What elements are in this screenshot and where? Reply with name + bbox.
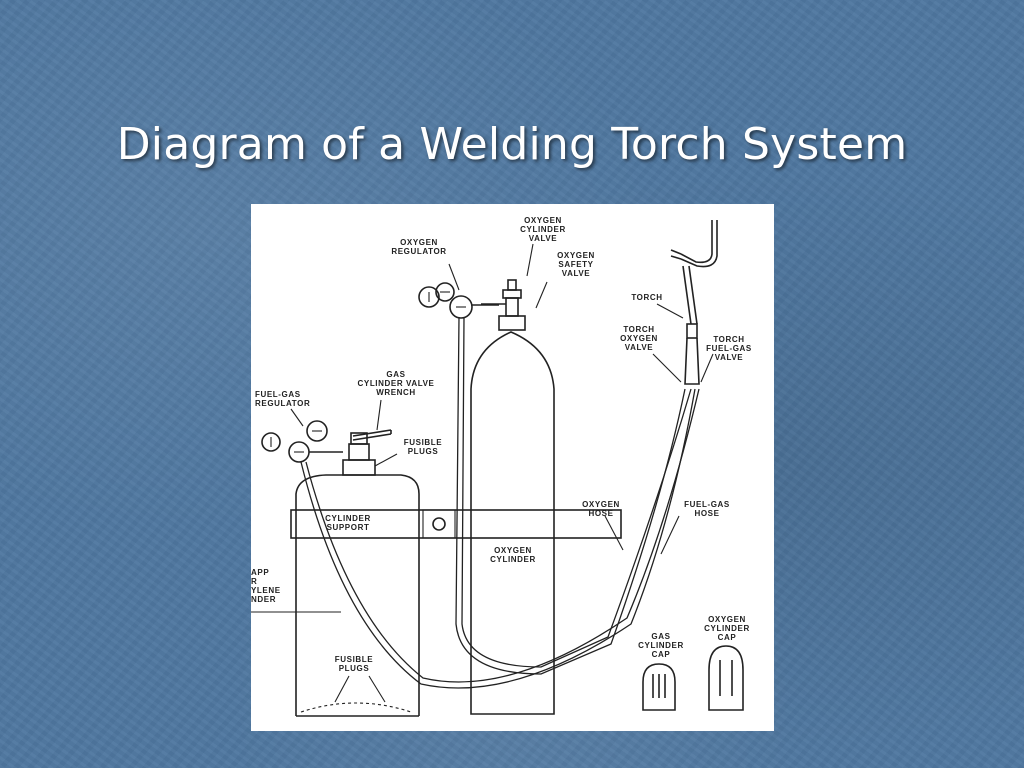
svg-text:OXYGEN: OXYGEN xyxy=(524,216,562,225)
label-fuel-gas-hose: FUEL-GAS HOSE xyxy=(684,500,730,518)
svg-text:FUSIBLE: FUSIBLE xyxy=(404,438,442,447)
svg-text:REGULATOR: REGULATOR xyxy=(391,247,446,256)
cylinder-support xyxy=(290,509,622,539)
oxygen-hose xyxy=(455,316,686,675)
svg-text:FUSIBLE: FUSIBLE xyxy=(335,655,373,664)
svg-text:VALVE: VALVE xyxy=(562,269,591,278)
fuel-gas-regulator xyxy=(261,420,343,463)
gas-cylinder-cap xyxy=(642,663,676,711)
label-torch: TORCH xyxy=(631,293,662,302)
svg-text:CAP: CAP xyxy=(718,633,737,642)
label-fuel-gas-regulator: FUEL-GAS REGULATOR xyxy=(255,390,310,408)
svg-text:TORCH: TORCH xyxy=(713,335,744,344)
svg-text:CYLINDER VALVE: CYLINDER VALVE xyxy=(358,379,435,388)
svg-text:OXYGEN: OXYGEN xyxy=(708,615,746,624)
label-mapp-acetylene-cylinder: APP R YLENE NDER xyxy=(251,568,281,604)
svg-text:NDER: NDER xyxy=(251,595,276,604)
slide-title: Diagram of a Welding Torch System xyxy=(116,119,908,171)
label-cylinder-support: CYLINDER SUPPORT xyxy=(325,514,371,532)
svg-text:YLENE: YLENE xyxy=(251,586,281,595)
svg-text:OXYGEN: OXYGEN xyxy=(400,238,438,247)
svg-text:WRENCH: WRENCH xyxy=(376,388,416,397)
welding-torch-diagram: OXYGEN CYLINDER VALVE OXYGEN REGULATOR O… xyxy=(251,204,774,731)
svg-text:FUEL-GAS: FUEL-GAS xyxy=(684,500,730,509)
svg-text:FUEL-GAS: FUEL-GAS xyxy=(706,344,752,353)
svg-text:SAFETY: SAFETY xyxy=(558,260,593,269)
svg-text:HOSE: HOSE xyxy=(694,509,719,518)
svg-text:GAS: GAS xyxy=(651,632,670,641)
svg-text:R: R xyxy=(251,577,257,586)
leader-lines xyxy=(251,243,714,703)
svg-text:PLUGS: PLUGS xyxy=(408,447,439,456)
svg-text:PLUGS: PLUGS xyxy=(339,664,370,673)
diagram-drawing: OXYGEN CYLINDER VALVE OXYGEN REGULATOR O… xyxy=(251,216,752,717)
label-oxygen-cylinder-cap: OXYGEN CYLINDER CAP xyxy=(704,615,750,642)
oxygen-cylinder xyxy=(470,279,555,715)
label-oxygen-cylinder-valve: OXYGEN CYLINDER VALVE xyxy=(520,216,566,243)
torch xyxy=(670,220,718,385)
svg-text:OXYGEN: OXYGEN xyxy=(620,334,658,343)
svg-text:VALVE: VALVE xyxy=(529,234,558,243)
svg-text:CYLINDER: CYLINDER xyxy=(638,641,684,650)
label-oxygen-safety-valve: OXYGEN SAFETY VALVE xyxy=(557,251,595,278)
gas-cylinder-valve xyxy=(342,429,392,476)
fuel-gas-hose xyxy=(300,388,696,689)
svg-text:FUEL-GAS: FUEL-GAS xyxy=(255,390,301,399)
svg-text:TORCH: TORCH xyxy=(623,325,654,334)
label-torch-fuel-gas-valve: TORCH FUEL-GAS VALVE xyxy=(706,335,752,362)
svg-text:HOSE: HOSE xyxy=(588,509,613,518)
svg-text:CAP: CAP xyxy=(652,650,671,659)
oxygen-regulator xyxy=(418,282,499,319)
label-oxygen-regulator: OXYGEN REGULATOR xyxy=(391,238,446,256)
oxygen-cylinder-cap xyxy=(708,645,744,711)
svg-text:SUPPORT: SUPPORT xyxy=(327,523,370,532)
label-fusible-plugs-top: FUSIBLE PLUGS xyxy=(404,438,442,456)
label-torch-oxygen-valve: TORCH OXYGEN VALVE xyxy=(620,325,658,352)
svg-text:VALVE: VALVE xyxy=(715,353,744,362)
label-oxygen-cylinder: OXYGEN CYLINDER xyxy=(490,546,536,564)
svg-text:OXYGEN: OXYGEN xyxy=(582,500,620,509)
svg-text:GAS: GAS xyxy=(386,370,405,379)
label-fusible-plugs-bottom: FUSIBLE PLUGS xyxy=(335,655,373,673)
label-gas-cylinder-valve-wrench: GAS CYLINDER VALVE WRENCH xyxy=(358,370,435,397)
svg-text:CYLINDER: CYLINDER xyxy=(520,225,566,234)
svg-text:OXYGEN: OXYGEN xyxy=(557,251,595,260)
svg-text:VALVE: VALVE xyxy=(625,343,654,352)
label-oxygen-hose: OXYGEN HOSE xyxy=(582,500,620,518)
svg-text:CYLINDER: CYLINDER xyxy=(704,624,750,633)
svg-text:CYLINDER: CYLINDER xyxy=(490,555,536,564)
svg-text:CYLINDER: CYLINDER xyxy=(325,514,371,523)
svg-text:OXYGEN: OXYGEN xyxy=(494,546,532,555)
svg-text:TORCH: TORCH xyxy=(631,293,662,302)
svg-text:REGULATOR: REGULATOR xyxy=(255,399,310,408)
label-gas-cylinder-cap: GAS CYLINDER CAP xyxy=(638,632,684,659)
svg-text:APP: APP xyxy=(251,568,269,577)
